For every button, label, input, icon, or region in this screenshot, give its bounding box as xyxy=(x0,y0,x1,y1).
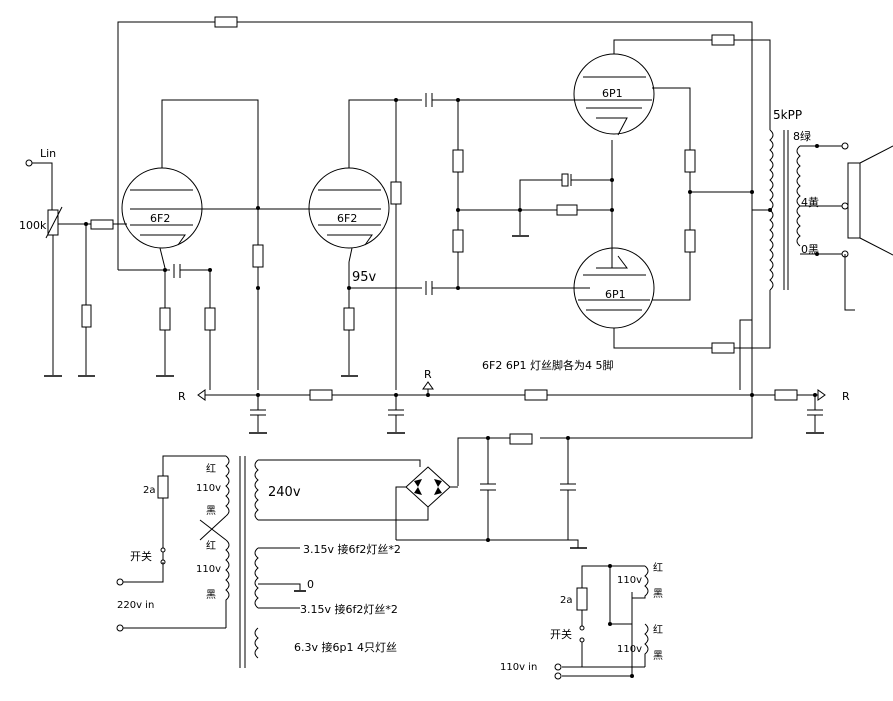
label-pri-110-2: 110v xyxy=(196,564,221,575)
label-tap-4: 4黄 xyxy=(801,195,819,209)
grid-stopper-resistor xyxy=(90,219,114,230)
ground-arrow-left xyxy=(197,389,206,401)
grid-resistor-bottom xyxy=(452,229,464,253)
feedback-resistor xyxy=(204,307,216,331)
bplus-resistor-2 xyxy=(524,389,548,401)
label-tube-6f2-b: 6F2 xyxy=(337,212,357,225)
tube-6p1-top xyxy=(573,39,712,136)
label-ground-left: R xyxy=(178,390,186,403)
coupling-cap-bottom xyxy=(425,281,433,295)
speaker-icon xyxy=(847,145,893,256)
label-ground-right: R xyxy=(842,390,850,403)
label-pri-black-1: 黑 xyxy=(206,505,216,517)
label-sec-63: 6.3v 接6p1 4只灯丝 xyxy=(294,641,397,654)
label-mains-220: 220v in xyxy=(117,600,154,611)
label-tap-0: 0黑 xyxy=(801,243,819,256)
fuse-left xyxy=(157,475,169,499)
label-input: Lin xyxy=(40,147,56,160)
input-terminal xyxy=(25,159,33,167)
label-sec-240: 240v xyxy=(268,485,301,500)
label-rpri-red-2: 红 xyxy=(653,623,663,636)
screen-resistor-bottom xyxy=(684,229,696,253)
filter-cap-1 xyxy=(250,395,266,432)
label-fuse-right: 2a xyxy=(560,595,573,606)
label-rpri-110-2: 110v xyxy=(617,644,642,655)
label-transformer-5kpp: 5kPP xyxy=(773,108,802,122)
label-fuse-left: 2a xyxy=(143,485,156,496)
screen-resistor-top xyxy=(684,149,696,173)
feedback-resistor-top xyxy=(711,34,735,46)
ps-cap-2 xyxy=(560,438,576,540)
label-volume: 100k xyxy=(19,219,47,232)
label-pri-black-2: 黑 xyxy=(206,589,216,601)
label-rpri-black-2: 黑 xyxy=(653,650,663,662)
right-primary-coils xyxy=(632,565,649,667)
plate-resistor-1 xyxy=(252,244,264,268)
label-tube-6p1-top: 6P1 xyxy=(602,87,623,100)
label-sec-315-a: 3.15v 接6f2灯丝*2 xyxy=(303,543,401,556)
plate-resistor-2 xyxy=(390,181,402,205)
filter-cap-2 xyxy=(388,395,404,432)
label-pri-110-1: 110v xyxy=(196,483,221,494)
shared-cathode-resistor xyxy=(556,204,578,216)
mains-transformer xyxy=(199,455,429,668)
label-pri-red-1: 红 xyxy=(206,462,216,475)
tube-6f2-second xyxy=(308,99,396,249)
label-tap-8: 8绿 xyxy=(793,129,811,143)
label-ground-mid: R xyxy=(424,368,432,381)
bplus-resistor-1 xyxy=(309,389,333,401)
label-rpri-black-1: 黑 xyxy=(653,588,663,600)
grid-resistor-top xyxy=(452,149,464,173)
tube-6p1-bottom xyxy=(573,247,712,349)
cathode-resistor-2 xyxy=(343,307,355,331)
label-rpri-red-1: 红 xyxy=(653,561,663,574)
fuse-right xyxy=(576,587,588,611)
bplus-resistor-3 xyxy=(774,389,798,401)
label-mains-110: 110v in xyxy=(500,662,537,673)
cathode-resistor-1 xyxy=(159,307,171,331)
ground-arrow-mid xyxy=(422,381,434,390)
bridge-rectifier xyxy=(395,466,458,540)
label-switch-right: 开关 xyxy=(550,627,572,641)
ps-cap-1 xyxy=(480,438,496,540)
label-tube-6f2-a: 6F2 xyxy=(150,212,170,225)
feedback-resistor-bottom xyxy=(711,342,735,354)
tube-6f2-first xyxy=(121,99,259,390)
ps-filter-resistor xyxy=(509,433,533,445)
label-rpri-110-1: 110v xyxy=(617,575,642,586)
label-heater-note: 6F2 6P1 灯丝脚各为4 5脚 xyxy=(482,358,613,372)
label-sec-315-b: 3.15v 接6f2灯丝*2 xyxy=(300,603,398,616)
input-section xyxy=(25,159,127,377)
grid-leak-resistor xyxy=(81,304,92,328)
output-transformer xyxy=(752,129,801,291)
label-pri-red-2: 红 xyxy=(206,539,216,552)
global-feedback-resistor xyxy=(214,16,238,28)
ground-arrow-right xyxy=(817,389,826,401)
label-tube-6p1-bottom: 6P1 xyxy=(605,288,626,301)
label-switch-left: 开关 xyxy=(130,549,152,563)
filter-cap-3 xyxy=(807,395,823,432)
bypass-cap xyxy=(561,173,569,187)
label-voltage-95: 95v xyxy=(352,270,377,285)
coupling-cap-top xyxy=(425,93,433,107)
label-sec-0: 0 xyxy=(307,578,314,591)
